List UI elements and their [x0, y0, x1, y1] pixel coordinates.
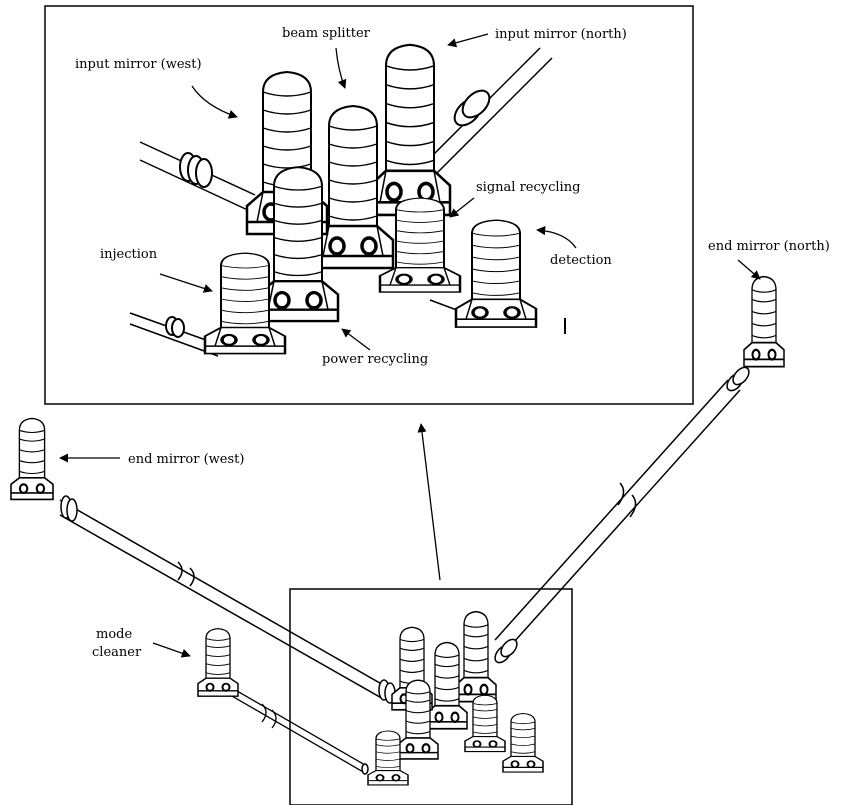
arrow-beam-splitter: [335, 47, 347, 89]
overview-bellows: [60, 366, 750, 775]
label-end-mirror-west: end mirror (west): [128, 452, 244, 467]
arrow-injection: [159, 273, 213, 293]
label-end-mirror-north: end mirror (north): [708, 239, 830, 254]
mode-cleaner-tube: [231, 687, 366, 774]
label-power-recycling: power recycling: [322, 352, 428, 367]
label-injection: injection: [100, 247, 158, 262]
tank-input-mirror-north: [368, 42, 452, 217]
tank-mode-cleaner: [197, 627, 239, 698]
label-input-mirror-north: input mirror (north): [495, 27, 627, 42]
west-arm-break: [177, 561, 195, 587]
arrow-input-mirror-west: [191, 85, 238, 119]
west-arm-tube: [59, 499, 386, 701]
tank-end-mirror-north: [742, 275, 786, 368]
north-arm-tube: [494, 379, 741, 653]
label-mode-cleaner-2: cleaner: [92, 645, 142, 660]
north-arm-break: [617, 482, 637, 518]
tank-end-mirror-west: [9, 417, 55, 501]
label-input-mirror-west: input mirror (west): [75, 57, 202, 72]
label-beam-splitter: beam splitter: [282, 26, 371, 41]
zoom-frame: [289, 588, 573, 805]
arrow-end-mirror-north: [737, 259, 761, 280]
arrow-input-mirror-north: [447, 33, 489, 48]
label-mode-cleaner-1: mode: [96, 627, 132, 642]
label-signal-recycling: signal recycling: [476, 180, 580, 195]
overview-cluster: [367, 610, 544, 786]
arrow-power-recycling: [341, 328, 371, 351]
tank-detection: [454, 218, 538, 329]
arrow-signal-recycling: [449, 197, 475, 218]
zoom-arrow: [417, 423, 441, 581]
arrow-mode-cleaner: [152, 642, 191, 658]
inset-frame: [44, 5, 694, 405]
mode-cleaner-break: [261, 703, 277, 729]
arrow-detection: [536, 226, 577, 249]
label-detection: detection: [550, 253, 612, 268]
inset-bellows: [165, 89, 491, 338]
